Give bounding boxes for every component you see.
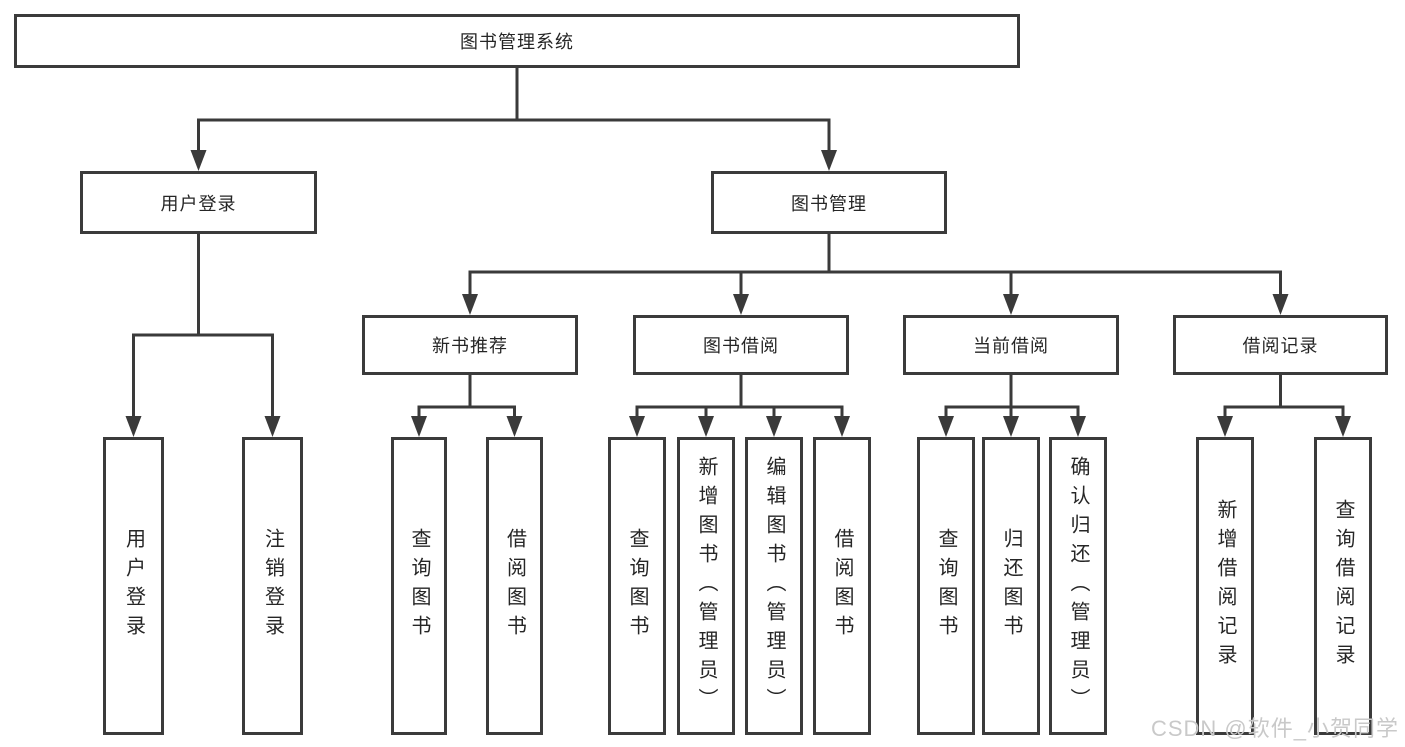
node-book-management: 图书管理 xyxy=(711,171,947,234)
node-leaf-logout: 注销登录 xyxy=(242,437,303,735)
node-label: 图书管理 xyxy=(791,193,867,214)
node-label: 用户登录 xyxy=(160,193,237,214)
connector-book-management-children xyxy=(462,232,1289,315)
node-label: 查询借阅记录 xyxy=(1332,499,1354,673)
watermark: CSDN @软件_小贺同学 xyxy=(1150,716,1399,741)
node-label: 查询图书 xyxy=(408,528,430,644)
node-leaf-edit-books-admin: 编辑图书（管理员） xyxy=(745,437,803,735)
node-leaf-confirm-return-admin: 确认归还（管理员） xyxy=(1049,437,1107,735)
node-leaf-user-login: 用户登录 xyxy=(103,437,164,735)
node-label: 注销登录 xyxy=(261,528,284,644)
node-label: 新增借阅记录 xyxy=(1214,499,1236,673)
connector-root-to-level2 xyxy=(190,66,837,171)
connector-borrowing-records-children xyxy=(1217,373,1351,437)
node-leaf-search-books-current: 查询图书 xyxy=(917,437,975,735)
node-leaf-return-books: 归还图书 xyxy=(982,437,1040,735)
node-label: 借阅记录 xyxy=(1242,336,1319,356)
node-label: 查询图书 xyxy=(626,528,648,644)
node-label: 新书推荐 xyxy=(432,336,508,356)
node-library-management-system: 图书管理系统 xyxy=(14,14,1020,68)
node-leaf-add-books-admin: 新增图书（管理员） xyxy=(677,437,735,735)
node-leaf-search-borrow-record: 查询借阅记录 xyxy=(1314,437,1372,735)
node-new-book-recommendation: 新书推荐 xyxy=(362,315,578,375)
node-label: 编辑图书（管理员） xyxy=(763,455,785,717)
node-leaf-borrow-books-recommend: 借阅图书 xyxy=(486,437,543,735)
node-book-borrowing: 图书借阅 xyxy=(633,315,849,375)
node-label: 用户登录 xyxy=(122,528,145,644)
node-label: 借阅图书 xyxy=(503,528,526,644)
connector-book-borrowing-children xyxy=(629,373,850,437)
node-leaf-borrow-books: 借阅图书 xyxy=(813,437,871,735)
node-label: 借阅图书 xyxy=(831,528,853,644)
connector-current-borrowing-children xyxy=(938,373,1086,437)
node-leaf-search-books-borrowing: 查询图书 xyxy=(608,437,666,735)
node-current-borrowing: 当前借阅 xyxy=(903,315,1119,375)
node-label: 确认归还（管理员） xyxy=(1067,455,1089,717)
node-label: 归还图书 xyxy=(1000,528,1022,644)
connector-user-login-children xyxy=(125,232,281,437)
node-label: 图书管理系统 xyxy=(460,32,574,52)
node-leaf-add-borrow-record: 新增借阅记录 xyxy=(1196,437,1254,735)
node-leaf-search-books-recommend: 查询图书 xyxy=(391,437,447,735)
node-label: 新增图书（管理员） xyxy=(695,455,717,717)
node-label: 查询图书 xyxy=(935,528,957,644)
node-label: 图书借阅 xyxy=(703,336,779,356)
connector-new-book-recommendation-children xyxy=(411,373,523,437)
node-borrowing-records: 借阅记录 xyxy=(1173,315,1388,375)
node-label: 当前借阅 xyxy=(973,336,1049,356)
node-user-login-group: 用户登录 xyxy=(80,171,317,234)
